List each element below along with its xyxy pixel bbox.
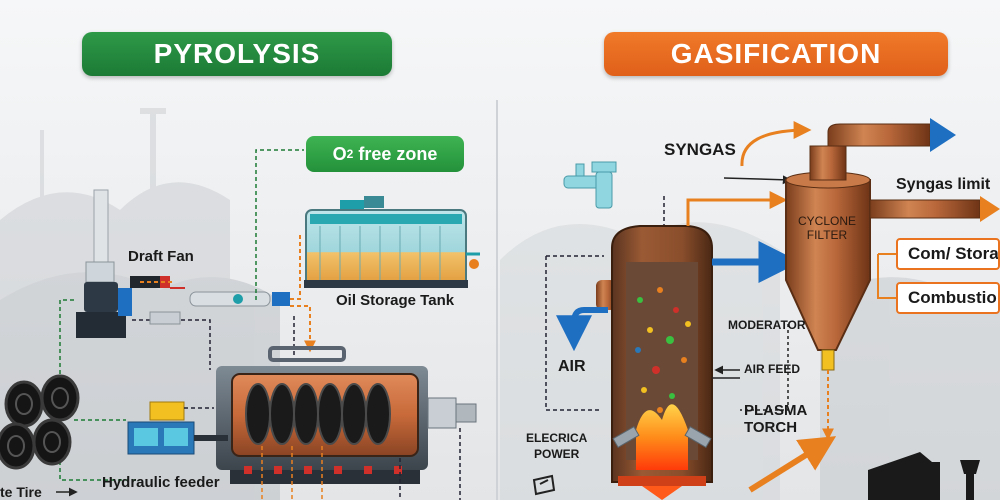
combustion-box: Combustio (896, 282, 1000, 314)
cyclone-filter-line1: CYCLONE (797, 214, 856, 228)
plasma-torch-line1: PLASMA (744, 402, 808, 419)
air-label: AIR (558, 358, 586, 375)
air-feed-label: AIR FEED (744, 362, 801, 376)
syngas-limit-label: Syngas limit (896, 176, 991, 193)
waste-tire-label: te Tire (0, 484, 42, 500)
electrical-power-line2: POWER (534, 447, 580, 461)
oil-storage-tank-label: Oil Storage Tank (336, 292, 455, 309)
pyrolysis-title: PYROLYSIS (82, 32, 392, 76)
electrical-power-line1: ELECRICA (526, 431, 588, 445)
draft-fan-label: Draft Fan (128, 248, 194, 265)
syngas-label: SYNGAS (664, 140, 736, 159)
cyclone-filter-label: CYCLONE FILTER (796, 214, 858, 242)
cyclone-filter-line2: FILTER (806, 228, 848, 242)
gasification-title: GASIFICATION (604, 32, 948, 76)
plasma-torch-label: PLASMA TORCH (744, 402, 807, 436)
plasma-torch-line2: TORCH (744, 419, 798, 436)
o2-free-zone-label: free zone (358, 143, 438, 164)
hydraulic-feeder-label: Hydraulic feeder (102, 474, 220, 491)
electrical-power-label: ELECRICA POWER (526, 430, 587, 462)
moderator-label: MODERATOR (728, 318, 806, 332)
com-storage-box: Com/ Stora (896, 238, 1000, 270)
